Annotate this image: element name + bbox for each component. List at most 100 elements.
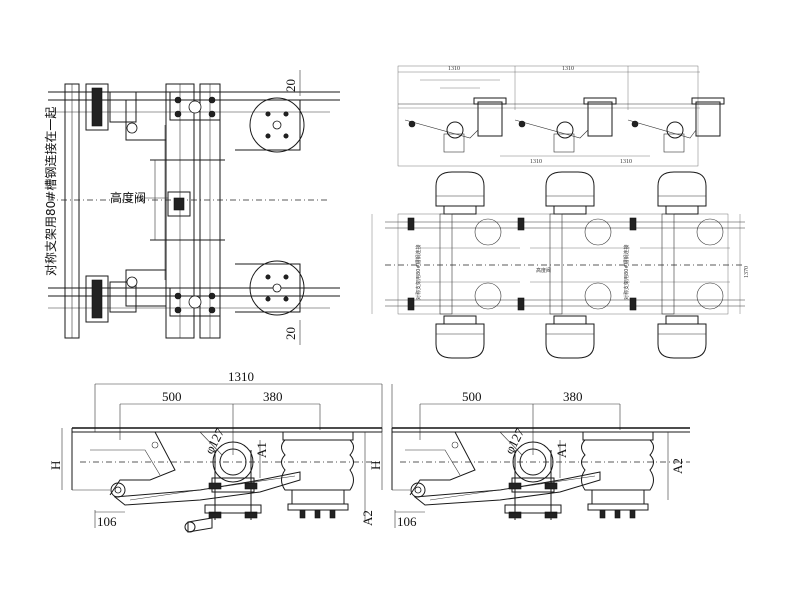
dim-diameter-right: φ127 [501,425,527,456]
side-unit-1 [404,97,507,153]
u-bolt-nut [244,511,258,519]
pivot-bolt [114,486,122,494]
axle-beam [661,213,675,315]
axle-inner [219,448,247,476]
tire-upper-1 [435,171,485,215]
u-bolt-nut [208,482,222,490]
side-bottom-dim-1: 1310 [530,159,542,165]
side-dim-1: 1310 [448,66,460,72]
label-a1-right: A1 [554,442,569,458]
air-spring-bellows [281,439,354,491]
dim-diameter-left: φ127 [201,425,227,456]
bottom-right-elevation [381,384,690,528]
bottom-left-elevation [61,383,383,533]
plan-note-left: 对称支架用80#槽钢连接 [415,244,422,300]
plan-note-right: 对称支架用80#槽钢连接 [623,244,630,300]
dim-106-left: 106 [97,514,117,529]
tire-upper-3 [657,171,707,215]
tire-lower-2 [545,315,595,359]
axle-tube [512,441,554,483]
leader-diameter [199,431,223,456]
bracket [407,217,415,231]
hanger-bracket [400,431,476,496]
axle-inner [519,448,547,476]
dim-1310: 1310 [228,369,254,384]
stud [629,509,636,519]
axle-beam [549,213,563,315]
air-spring-bellows [581,439,654,491]
u-bolt-nut [208,511,222,519]
dim-500-left: 500 [162,389,182,404]
air-spring-plate [696,218,724,246]
top-right-side-view [397,65,725,167]
bracket [517,297,525,311]
u-bolt-nut [508,511,522,519]
side-bottom-dim-2: 1310 [620,159,632,165]
air-spring-plate [584,282,612,310]
u-bolt-nut [544,482,558,490]
bracket [517,217,525,231]
dim-106-right: 106 [397,514,417,529]
air-spring-plate [474,218,502,246]
label-h-right: H [368,461,383,470]
u-bolt-nut [244,482,258,490]
dim-380-right: 380 [563,389,583,404]
shock-absorber [187,517,213,533]
height-valve [167,191,191,217]
air-spring-plate [696,282,724,310]
bracket-hole [151,441,159,449]
air-spring-top-plate [282,431,354,441]
bracket [407,297,415,311]
height-valve-core [173,197,185,211]
stud [599,509,606,519]
stud [314,509,321,519]
view-frame [397,65,699,167]
u-bolt-nut [544,511,558,519]
air-spring-plate-upper [235,97,305,153]
side-unit-3 [627,97,725,153]
tire-lower-1 [435,315,485,359]
u-bolt-nut [508,482,522,490]
plan-width-dim: 1370 [744,266,750,278]
air-spring-plate [474,282,502,310]
bracket [629,297,637,311]
axle-tube [212,441,254,483]
top-right-plan-view [371,171,745,359]
bracket-lower-left [85,269,167,323]
side-unit-2 [514,97,617,153]
u-bolt-lower [169,287,221,317]
bracket-hole [451,441,459,449]
air-spring-plate [584,218,612,246]
u-bolt-upper [169,91,221,121]
air-spring-piston [591,489,645,505]
side-dim-2: 1310 [562,66,574,72]
label-a1-left: A1 [254,442,269,458]
tire-upper-2 [545,171,595,215]
leader-diameter [499,431,523,456]
air-spring-piston [291,489,345,505]
top-left-plan-view [48,70,340,345]
stud [299,509,306,519]
air-spring-bottom-plate [287,503,349,511]
air-spring-plate-lower [235,260,305,316]
label-h-left: H [48,461,63,470]
tire-lower-3 [657,315,707,359]
air-spring-top-plate [582,431,654,441]
vertical-note: 对称支架用80#槽钢连接在一起 [43,107,58,276]
dim-20-bottom: 20 [283,327,298,340]
axle-beam [439,213,453,315]
dim-500-right: 500 [462,389,482,404]
hanger-bracket [85,431,176,496]
pivot-bolt [414,486,422,494]
bottom-plate [204,504,262,514]
stud [614,509,621,519]
valve-label: 高度阀 [110,190,146,205]
bottom-plate [504,504,562,514]
hanger-inner [405,449,461,476]
shock-eye [184,521,196,533]
dim-380-left: 380 [263,389,283,404]
bracket [629,217,637,231]
stud [329,509,336,519]
label-a2-left: A2 [360,510,375,526]
